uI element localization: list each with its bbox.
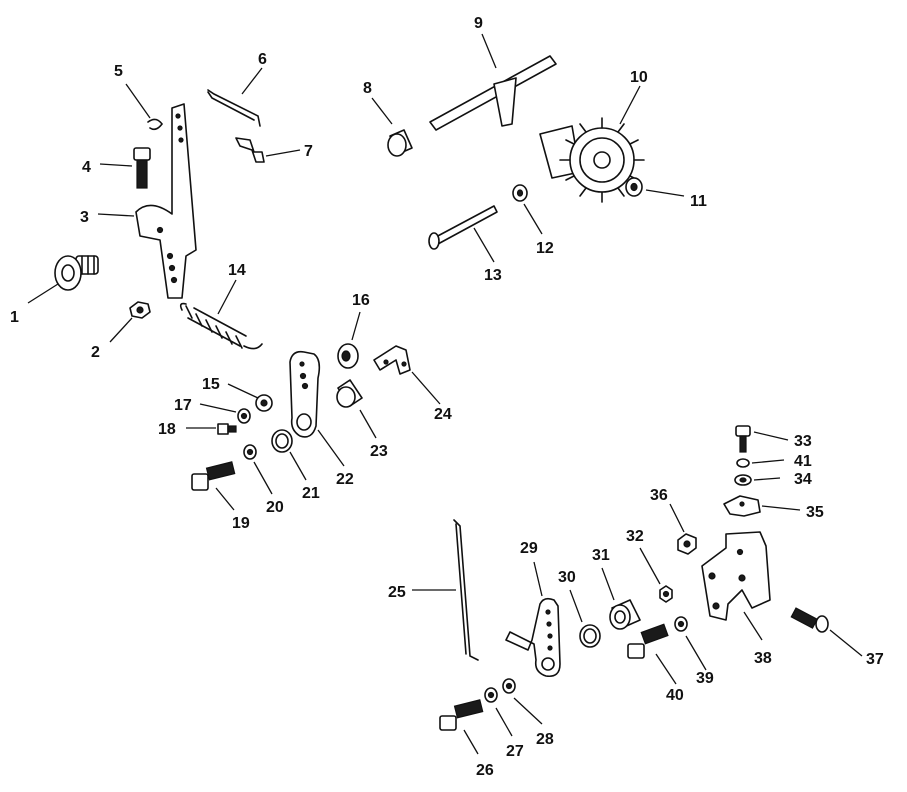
callout-17: 17 — [174, 397, 192, 414]
part-14-spring — [179, 302, 263, 350]
part-38-mounting-bracket — [701, 531, 771, 621]
part-18-screw — [217, 423, 237, 435]
callout-10: 10 — [630, 69, 648, 86]
part-41-washer — [736, 458, 750, 468]
part-13-pin — [428, 205, 498, 250]
part-21-ring — [271, 429, 293, 453]
part-9-shaft — [429, 55, 557, 131]
parts — [54, 55, 829, 731]
callout-7: 7 — [304, 143, 313, 160]
part-34-washer — [734, 474, 752, 486]
callout-2: 2 — [91, 344, 100, 361]
callout-20: 20 — [266, 499, 284, 516]
part-3-lever-plate — [135, 103, 197, 299]
part-36-nut — [677, 533, 697, 555]
callout-25: 25 — [388, 584, 406, 601]
part-29-lever-arm — [505, 597, 561, 678]
callout-4: 4 — [82, 159, 91, 176]
callout-32: 32 — [626, 528, 644, 545]
part-8-bushing — [387, 129, 413, 157]
part-35-clip — [723, 495, 761, 517]
part-28-washer — [502, 678, 516, 694]
part-25-rod — [453, 519, 479, 661]
part-32-nut — [659, 585, 673, 603]
callout-16: 16 — [352, 292, 370, 309]
part-39-washer — [674, 616, 688, 632]
callout-19: 19 — [232, 515, 250, 532]
part-1-fitting — [54, 255, 99, 291]
callout-18: 18 — [158, 421, 176, 438]
callout-41: 41 — [794, 453, 812, 470]
part-5-clip — [147, 118, 164, 131]
callout-36: 36 — [650, 487, 668, 504]
callout-labels: 1 2 3 4 5 6 7 8 9 10 11 12 13 14 15 16 1… — [10, 15, 884, 779]
part-24-bracket — [373, 345, 411, 375]
part-17-washer — [237, 408, 251, 424]
part-23-bushing — [336, 379, 363, 408]
part-11-washer — [625, 177, 643, 197]
part-31-bushing — [609, 599, 641, 630]
callout-37: 37 — [866, 651, 884, 668]
callout-22: 22 — [336, 471, 354, 488]
callout-26: 26 — [476, 762, 494, 779]
callout-28: 28 — [536, 731, 554, 748]
callout-35: 35 — [806, 504, 824, 521]
callout-23: 23 — [370, 443, 388, 460]
callout-34: 34 — [794, 471, 812, 488]
callout-38: 38 — [754, 650, 772, 667]
part-7-bracket-clip — [235, 137, 265, 163]
callout-14: 14 — [228, 262, 246, 279]
leader-lines — [27, 33, 863, 755]
callout-8: 8 — [363, 80, 372, 97]
callout-12: 12 — [536, 240, 554, 257]
part-12-washer — [512, 184, 528, 202]
callout-13: 13 — [484, 267, 502, 284]
callout-40: 40 — [666, 687, 684, 704]
part-4-bolt — [133, 147, 151, 189]
part-40-bolt — [627, 623, 669, 659]
part-19-bolt — [191, 461, 236, 491]
part-10-gear — [539, 117, 645, 203]
part-2-nut — [129, 301, 151, 319]
callout-9: 9 — [474, 15, 483, 32]
part-37-bolt — [790, 607, 829, 633]
callout-33: 33 — [794, 433, 812, 450]
callout-27: 27 — [506, 743, 524, 760]
callout-5: 5 — [114, 63, 123, 80]
part-33-bolt — [735, 425, 751, 453]
callout-6: 6 — [258, 51, 267, 68]
callout-24: 24 — [434, 406, 452, 423]
callout-3: 3 — [80, 209, 89, 226]
callout-1: 1 — [10, 309, 19, 326]
callout-30: 30 — [558, 569, 576, 586]
part-15-nut — [255, 394, 273, 412]
part-30-ring — [579, 624, 601, 648]
callout-29: 29 — [520, 540, 538, 557]
part-16-bushing — [337, 343, 359, 369]
part-6-wire-link — [207, 89, 261, 127]
callout-21: 21 — [302, 485, 320, 502]
callout-31: 31 — [592, 547, 610, 564]
callout-11: 11 — [690, 193, 707, 210]
part-26-bolt — [439, 699, 484, 731]
callout-15: 15 — [202, 376, 220, 393]
callout-39: 39 — [696, 670, 714, 687]
part-27-washer — [484, 687, 498, 703]
part-22-link-plate — [289, 350, 321, 438]
part-20-washer — [243, 444, 257, 460]
